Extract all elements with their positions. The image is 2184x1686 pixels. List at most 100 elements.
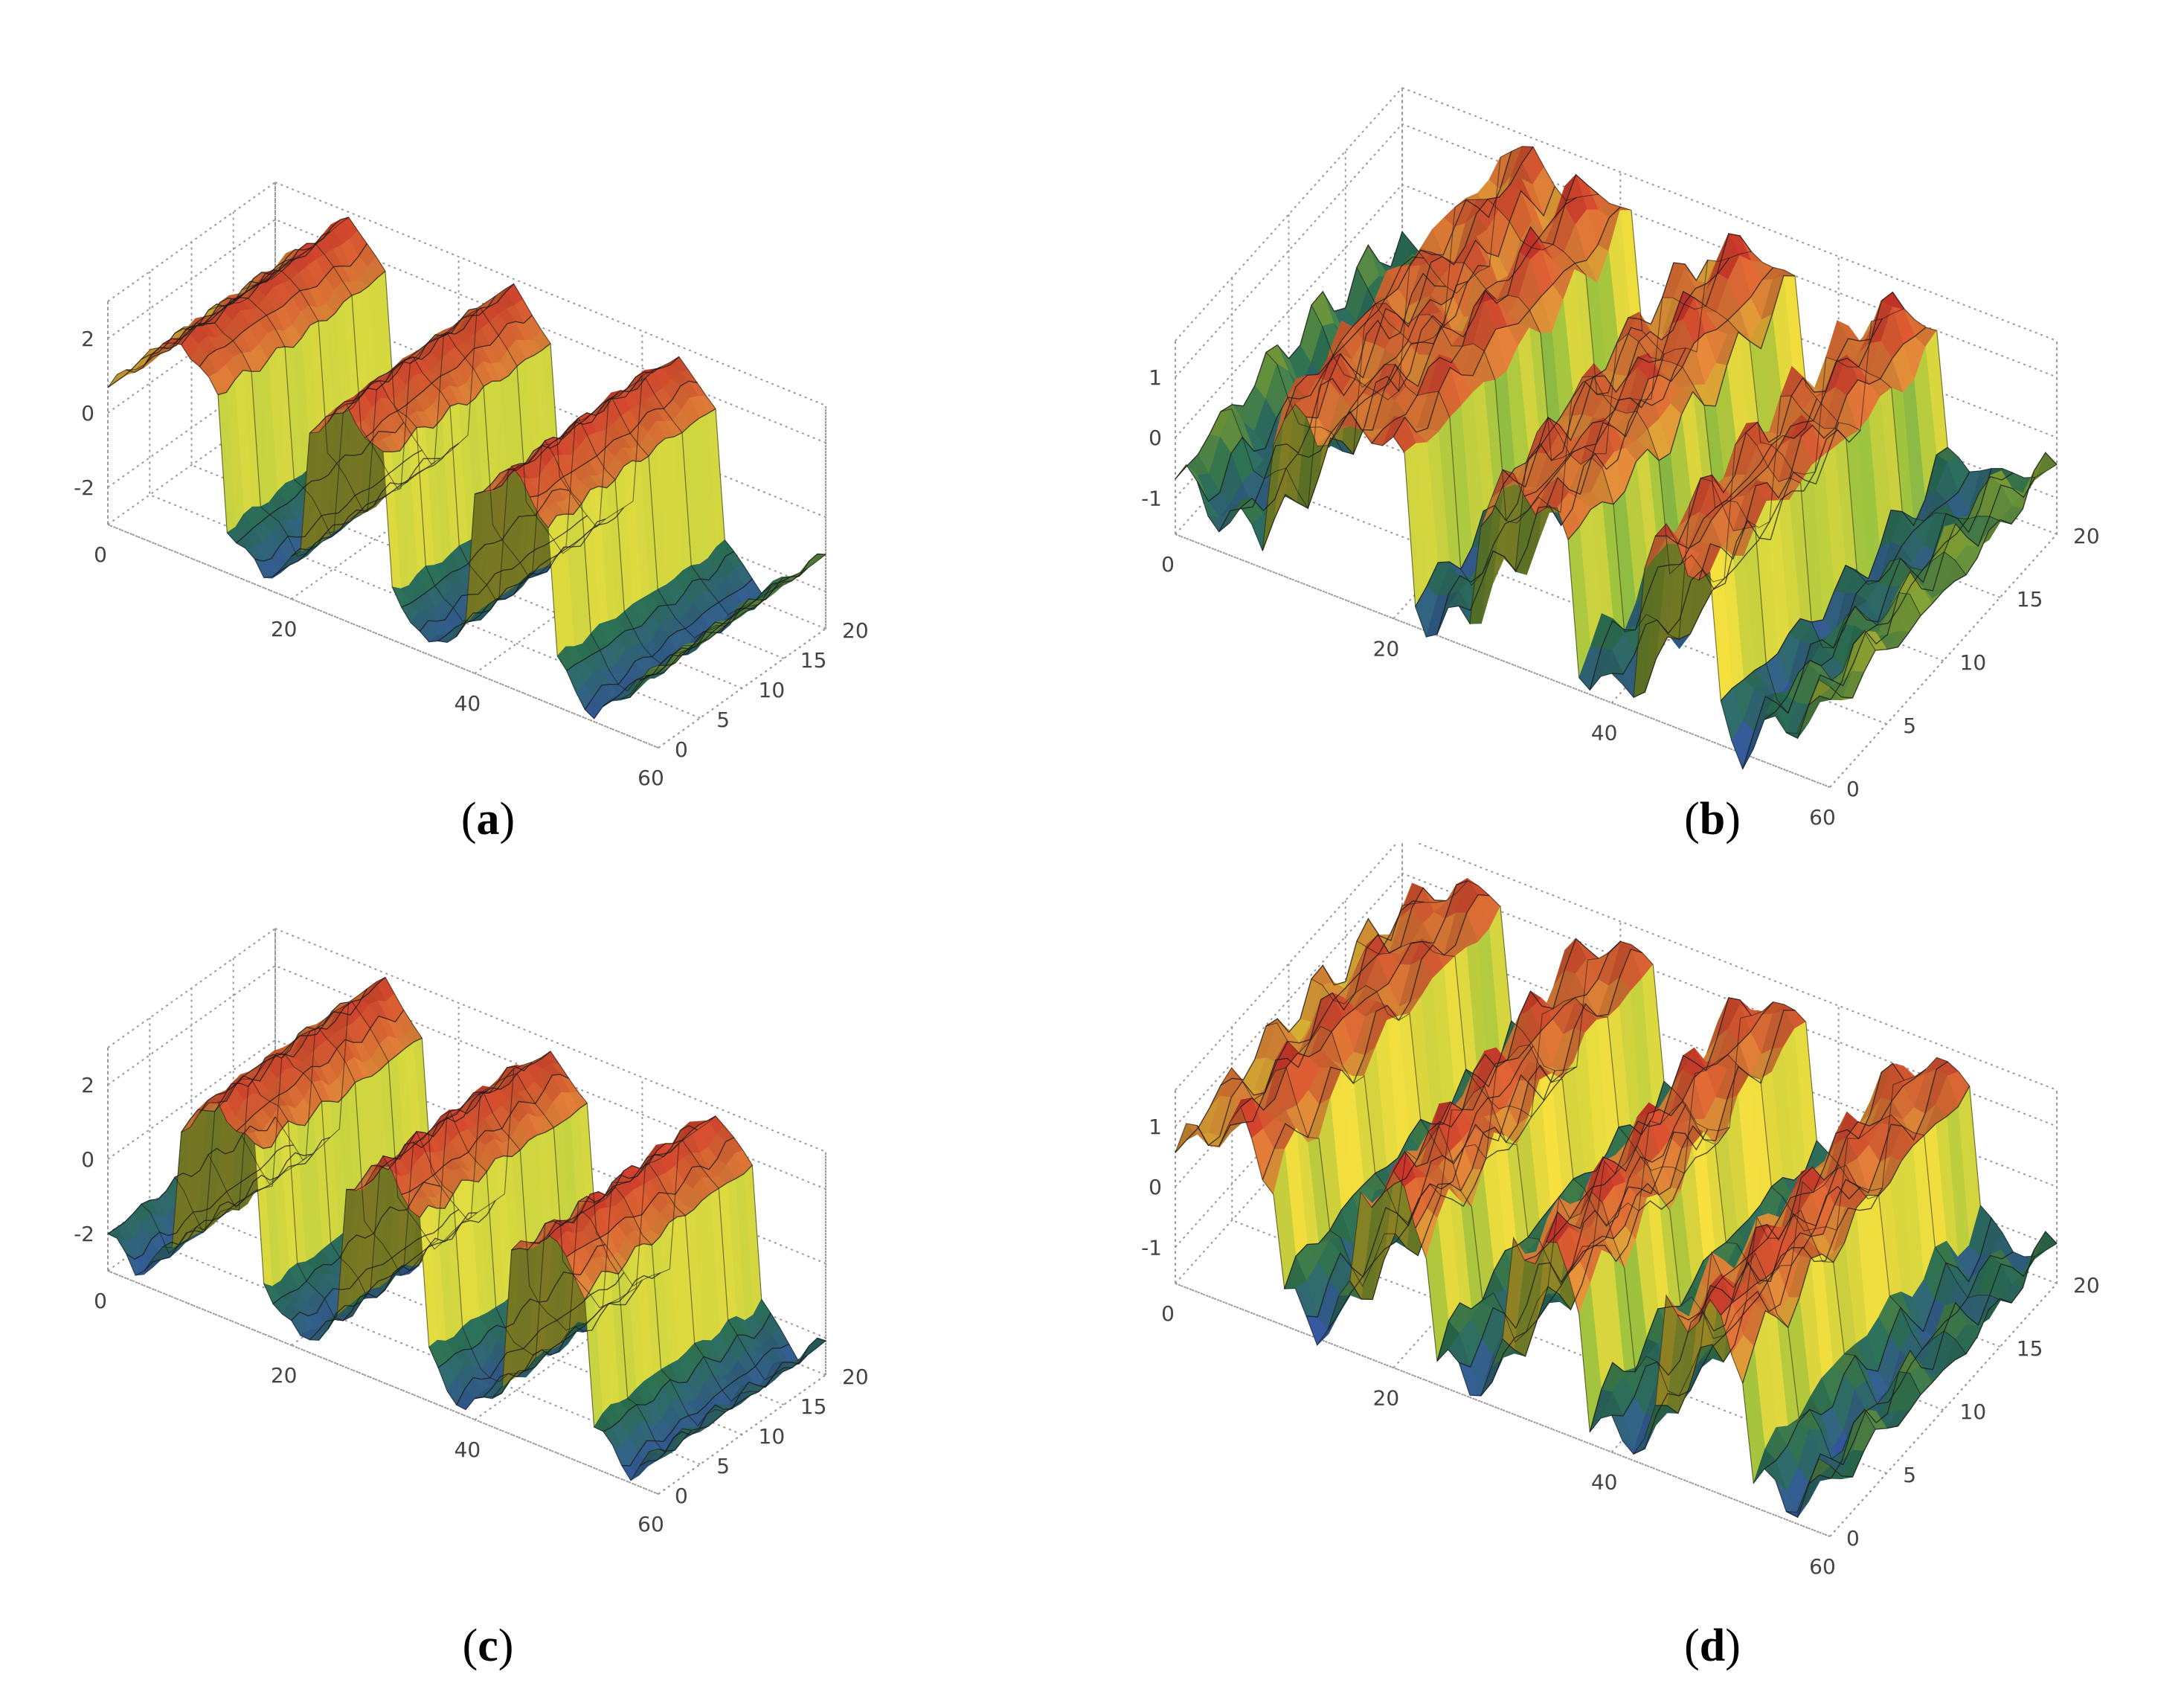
mesh-line (107, 342, 659, 719)
z-tick-label: 2 (81, 327, 94, 351)
gridline-y (107, 1048, 659, 1495)
gridline-y (107, 301, 659, 749)
mesh-line (254, 449, 423, 562)
mesh-line (346, 1068, 515, 1190)
mesh-line (174, 1054, 726, 1427)
z-tick-label: 0 (81, 401, 94, 426)
mesh-line (1311, 249, 1967, 586)
x-tick-label: 60 (637, 766, 664, 790)
mesh-line (1262, 265, 1490, 551)
mesh-line (107, 1116, 276, 1234)
box-edge (1175, 533, 1831, 788)
mesh-line (107, 1101, 659, 1481)
mesh-line (492, 366, 661, 490)
mesh-line (382, 1051, 551, 1160)
mesh-line (1808, 477, 2036, 706)
gridline-z (1175, 872, 2058, 1127)
mesh-line (241, 243, 793, 615)
mesh-line (291, 1209, 460, 1321)
mesh-line (208, 270, 759, 639)
mesh-line (1284, 151, 1512, 420)
caption-b: (b) (1684, 794, 1741, 844)
mesh-line (1175, 231, 1403, 480)
mesh-line (639, 1355, 808, 1467)
mesh-line (346, 283, 515, 405)
y-tick-label: 15 (2017, 587, 2043, 612)
y-tick-label: 0 (675, 1484, 688, 1508)
mesh-line (511, 356, 680, 467)
mesh-line (1524, 233, 1752, 497)
mesh-line (126, 1144, 294, 1260)
mesh-line (241, 1001, 793, 1381)
mesh-line (1785, 472, 2014, 740)
mesh-line (475, 375, 643, 495)
x-tick-label: 20 (271, 1363, 298, 1388)
mesh-line (547, 1115, 716, 1236)
gridline-z (107, 964, 826, 1190)
box-edge (274, 928, 826, 1153)
y-tick-label: 5 (716, 708, 730, 732)
z-tick-label: -2 (74, 475, 94, 500)
mesh-line (658, 553, 826, 667)
y-tick-label: 5 (716, 1454, 730, 1478)
surface (1175, 877, 2058, 1519)
mesh-line (1401, 146, 2058, 478)
mesh-line (274, 976, 826, 1362)
mesh-line (1655, 318, 1883, 545)
y-tick-label: 10 (759, 1424, 786, 1449)
y-tick-label: 20 (842, 618, 869, 643)
mesh-line (199, 243, 367, 368)
x-tick-label: 20 (1373, 636, 1400, 661)
gridline-y (149, 272, 701, 719)
mesh-lines (107, 217, 826, 719)
z-tick-label: 1 (1149, 365, 1162, 390)
y-tick-label: 15 (800, 648, 827, 673)
surface (1175, 146, 2058, 770)
x-tick-label: 40 (1591, 721, 1618, 746)
z-tick-label: 0 (1149, 426, 1162, 450)
mesh-line (658, 1337, 826, 1452)
mesh-line (1720, 446, 1948, 702)
mesh-line (144, 247, 312, 365)
box-edge (658, 1374, 826, 1495)
y-tick-label: 0 (675, 737, 688, 762)
mesh-line (1567, 275, 1796, 540)
mesh-line (1546, 267, 1774, 508)
mesh-line (530, 380, 698, 498)
mesh-line (547, 408, 716, 528)
mesh-line (364, 1061, 533, 1187)
x-tick-label: 20 (271, 617, 298, 641)
mesh-line (1327, 186, 1555, 446)
y-tick-label: 20 (2073, 524, 2100, 548)
x-tick-label: 0 (1161, 552, 1175, 577)
z-tick-label: -2 (74, 1222, 94, 1246)
box-edge (107, 928, 276, 1048)
mesh-line (327, 295, 496, 423)
z-tick-label: 0 (81, 1147, 94, 1172)
mesh-line (217, 976, 386, 1103)
mesh-line (566, 551, 735, 671)
mesh-lines (107, 976, 826, 1481)
mesh-line (181, 1001, 349, 1133)
caption-label-c: c (478, 1621, 498, 1671)
mesh-line (236, 1010, 405, 1132)
mesh-line (437, 1244, 606, 1368)
mesh-line (401, 488, 569, 608)
mesh-line (511, 1143, 680, 1251)
mesh-line (1371, 173, 1599, 444)
mesh-line (1393, 206, 1621, 437)
mesh-line (530, 1125, 698, 1244)
z-tick-label: 2 (81, 1073, 94, 1097)
caption-a: (a) (460, 794, 516, 844)
mesh-line (1356, 199, 2012, 525)
mesh-line (272, 458, 441, 577)
x-tick-label: 40 (455, 691, 481, 716)
y-tick-label: 10 (1960, 650, 1987, 675)
